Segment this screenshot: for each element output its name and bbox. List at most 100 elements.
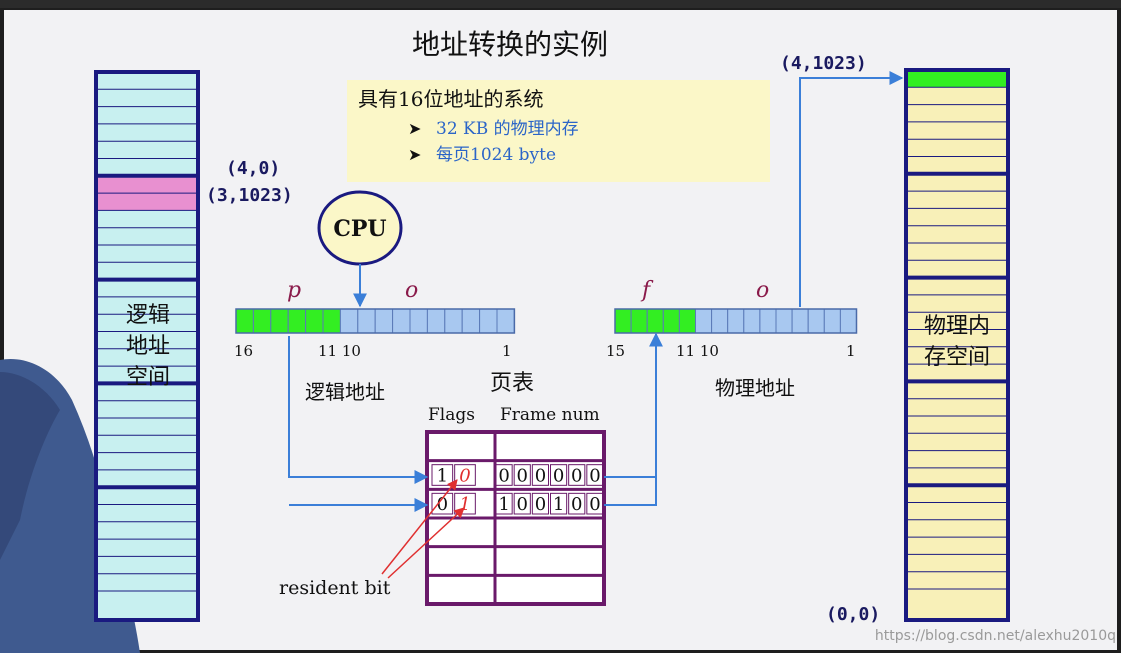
register-offset-bit [823, 308, 841, 334]
page-table-bit-cell [454, 464, 476, 486]
physical-tick-right: 1 [846, 342, 856, 360]
memory-column-border [904, 68, 1010, 622]
page-table-bit-value: 0 [517, 465, 528, 486]
register-offset-bit [775, 308, 793, 334]
page-table-bit-cell [550, 464, 568, 486]
page-table-bit-value: 0 [535, 465, 546, 486]
register-offset-bit [409, 308, 428, 334]
logical-address-caption: 逻辑地址 [305, 380, 385, 404]
resident-bit-label: resident bit [279, 577, 391, 599]
register-offset-bit [374, 308, 394, 334]
register-offset-bit [479, 308, 498, 334]
cpu-label: CPU [333, 216, 386, 242]
logical-space-label-line2: 地址 [126, 334, 170, 359]
register-offset-bit [743, 308, 761, 334]
info-box: 具有16位地址的系统 ➤ 32 KB 的物理内存 ➤ 每页1024 byte [347, 80, 770, 182]
memory-row-highlight [96, 193, 198, 211]
logical-addr-top: (4,0) [226, 158, 280, 179]
page-table-flags-header: Flags [428, 405, 475, 425]
page-table-frame-header: Frame num [500, 405, 600, 425]
page-table-bit-cell [531, 464, 549, 486]
physical-address-register [614, 308, 858, 334]
page-table-bit-cell [513, 464, 531, 486]
memory-column-body [906, 70, 1008, 620]
info-heading: 具有16位地址的系统 [358, 87, 543, 111]
bullet-arrow-icon: ➤ [408, 119, 421, 138]
page-table-bit-cell [586, 464, 604, 486]
logical-space-label-line1: 逻辑 [126, 303, 170, 328]
register-offset-bit [695, 308, 713, 334]
register-offset-bit [807, 308, 825, 334]
physical-addr-bottom: (0,0) [826, 604, 880, 625]
physical-tick-left: 15 [606, 342, 625, 360]
register-offset-bit [711, 308, 729, 334]
register-offset-bit [444, 308, 463, 334]
logical-page-letter: p [287, 278, 301, 303]
info-bullet-1: 32 KB 的物理内存 [436, 119, 579, 139]
register-offset-bit [339, 308, 359, 334]
register-page-bit [614, 308, 632, 334]
logical-tick-mid: 11 10 [318, 342, 361, 360]
physical-tick-mid: 11 10 [676, 342, 719, 360]
page-table-bit-cell [431, 464, 454, 486]
page-table-bit-cell [431, 492, 454, 515]
register-offset-bit [791, 308, 809, 334]
page-table-bit-value: 1 [437, 465, 448, 486]
register-offset-bit [461, 308, 481, 334]
logical-addr-bottom: (3,1023) [206, 185, 293, 206]
page-table-bit-cell [495, 492, 513, 515]
page-table-bit-cell [586, 492, 604, 515]
page-number-to-table-arrow-row1 [288, 336, 429, 484]
frame-row2-connector [604, 477, 657, 506]
page-table-bit-cell [550, 492, 568, 515]
logical-offset-letter: o [405, 278, 418, 303]
register-page-bit [287, 308, 307, 334]
resident-bit-pointer-2 [387, 507, 465, 579]
page-table-bit-cell [454, 492, 476, 515]
page-table-bit-cell [568, 464, 586, 486]
page-table-bit-value: 0 [535, 494, 546, 515]
register-page-bit [678, 308, 697, 334]
bullet-arrow-icon: ➤ [408, 145, 421, 164]
register-page-bit [662, 308, 680, 334]
register-page-bit [305, 308, 324, 334]
logical-address-space [94, 70, 200, 622]
page-table-bit-value: 0 [589, 494, 600, 515]
resident-bit-pointer-1 [381, 479, 458, 575]
register-offset-bit [426, 308, 446, 334]
physical-space-label-line1: 物理内 [924, 314, 990, 339]
register-page-bit [322, 308, 341, 334]
register-offset-bit [839, 308, 858, 334]
memory-row-highlight [96, 175, 198, 194]
page-table-bit-cell [531, 492, 549, 515]
info-bullet-2: 每页1024 byte [436, 145, 556, 165]
register-page-bit [235, 308, 254, 334]
register-offset-bit [496, 308, 515, 334]
watermark: https://blog.csdn.net/alexhu2010q [875, 628, 1116, 644]
register-offset-bit [727, 308, 745, 334]
page-table-bit-value: 1 [553, 494, 564, 515]
logical-tick-left: 16 [234, 342, 253, 360]
register-border [614, 308, 858, 334]
register-border [235, 308, 516, 334]
physical-address-space [904, 68, 1010, 622]
cpu-node: CPU [317, 190, 403, 266]
page-title: 地址转换的实例 [412, 28, 608, 61]
physical-offset-letter: o [756, 278, 769, 303]
resident-bit-value: 1 [459, 494, 470, 515]
page-table-bit-value: 0 [589, 465, 600, 486]
logical-tick-right: 1 [502, 342, 512, 360]
page-table-title: 页表 [490, 371, 534, 396]
logical-space-label-line3: 空间 [126, 365, 170, 390]
page-table-bit-value: 0 [437, 494, 448, 515]
register-offset-bit [759, 308, 777, 334]
resident-bit-value: 0 [459, 465, 470, 486]
physical-address-caption: 物理地址 [715, 376, 795, 400]
register-offset-bit [357, 308, 376, 334]
memory-column-border [94, 70, 200, 622]
page-table-bit-value: 0 [553, 465, 564, 486]
physical-space-label-line2: 存空间 [924, 345, 990, 370]
register-page-bit [270, 308, 289, 334]
page-table-bit-value: 0 [571, 494, 582, 515]
